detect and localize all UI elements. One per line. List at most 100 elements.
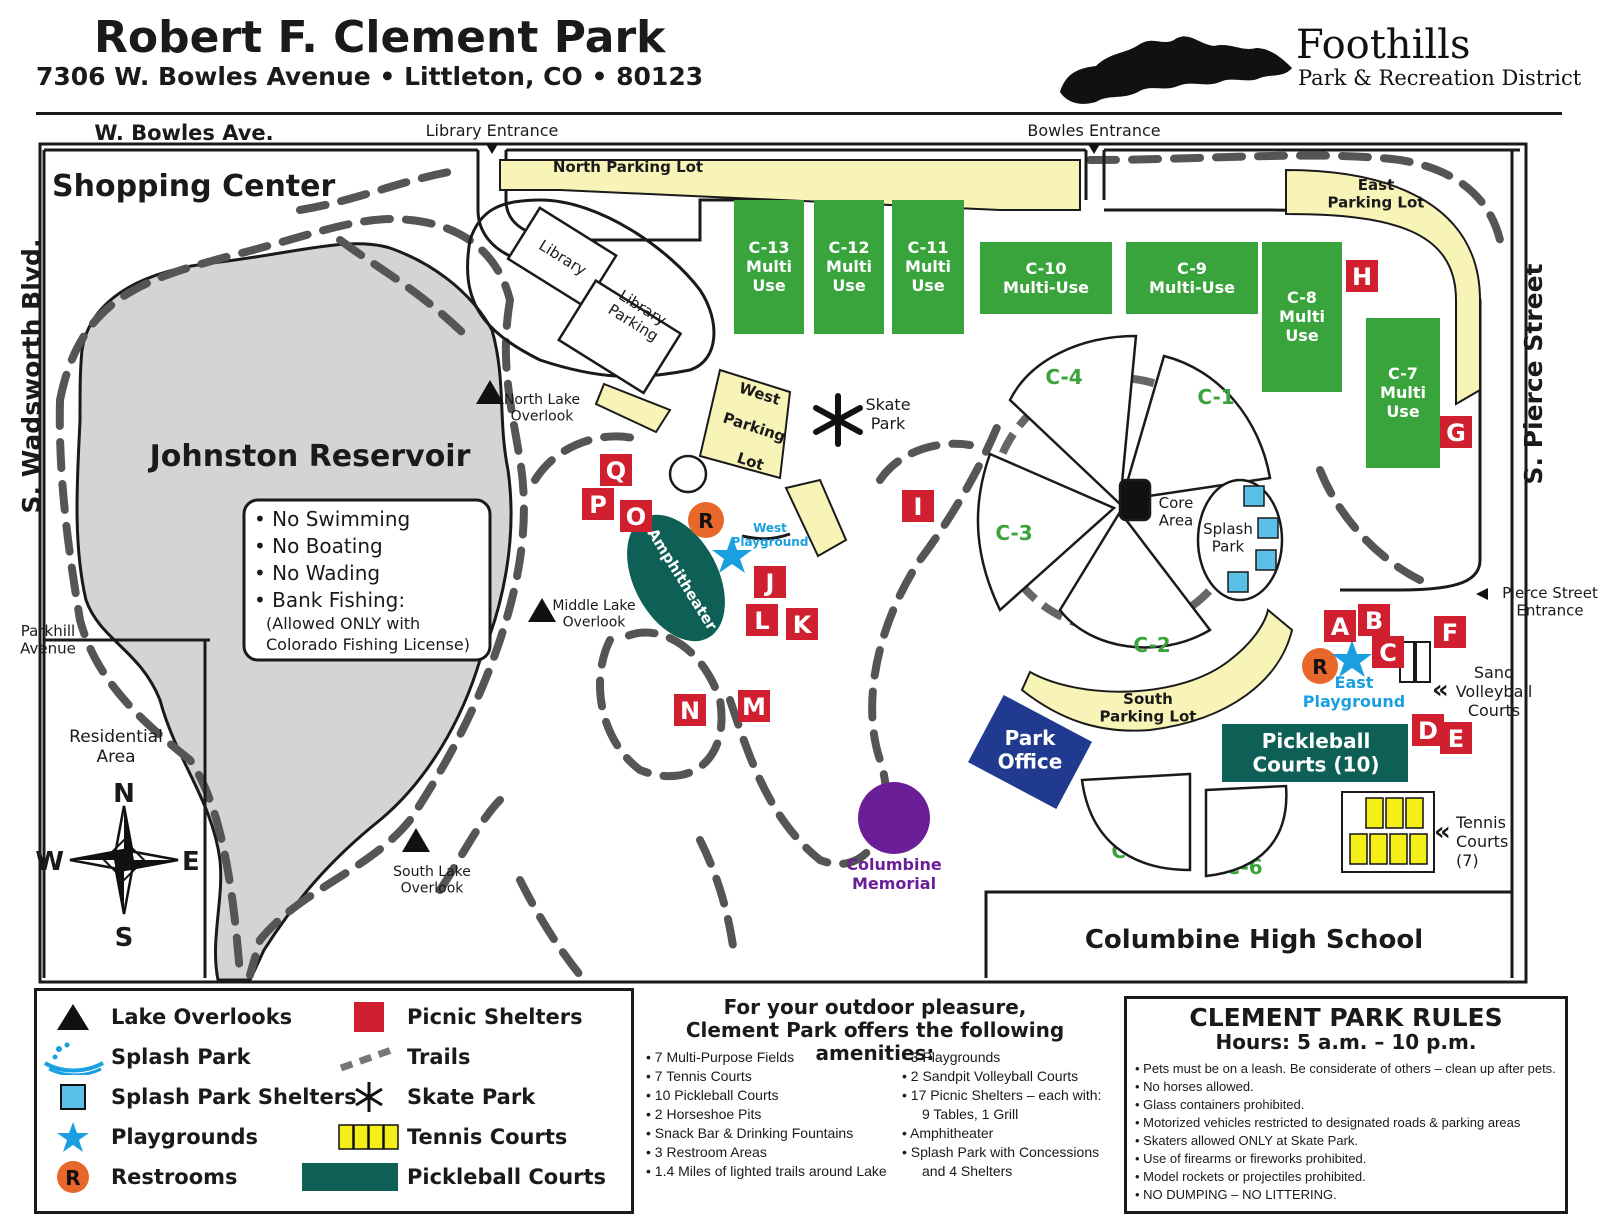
- svg-text:R: R: [1312, 655, 1327, 679]
- legend-item-skate: Skate Park: [337, 1079, 535, 1115]
- logo-subtitle: Park & Recreation District: [1298, 66, 1582, 90]
- tennis-court: [1385, 797, 1404, 829]
- rule-item: • NO DUMPING – NO LITTERING.: [1135, 1187, 1337, 1202]
- svg-text:R: R: [65, 1166, 80, 1190]
- logo-name: Foothills: [1296, 22, 1471, 68]
- rule-item: • Use of firearms or fireworks prohibite…: [1135, 1151, 1367, 1166]
- field-c-12: [814, 200, 884, 334]
- shopping-center-label: Shopping Center: [52, 169, 335, 204]
- amenity-item: and 4 Shelters: [922, 1163, 1013, 1179]
- amenities-col-1: • 7 Multi-Purpose Fields• 7 Tennis Court…: [646, 1048, 887, 1181]
- reservoir-label: Johnston Reservoir: [148, 439, 471, 474]
- west-roundabout: [668, 454, 708, 494]
- picnic-shelter-n: [674, 694, 706, 726]
- star-icon: [41, 1119, 105, 1155]
- square-red-icon: [337, 999, 401, 1035]
- legend-item-playgrounds: Playgrounds: [41, 1119, 258, 1155]
- svg-text:R: R: [698, 509, 713, 533]
- foothills-logo-icon: [1060, 36, 1292, 104]
- square-blue-icon: [41, 1079, 105, 1115]
- compass-s: S: [115, 923, 134, 953]
- park-road-north: [476, 150, 1106, 262]
- amenity-item: • Amphitheater: [902, 1125, 994, 1141]
- trail-south: [436, 796, 739, 979]
- legend-label: Splash Park: [111, 1045, 251, 1069]
- lake-rule: (Allowed ONLY with: [266, 614, 420, 633]
- rule-item: • Model rockets or projectiles prohibite…: [1135, 1169, 1366, 1184]
- legend-label: Tennis Courts: [407, 1125, 568, 1149]
- picnic-shelter-b: [1358, 604, 1390, 636]
- picnic-shelter-label: I: [914, 493, 923, 521]
- picnic-shelter-c: [1372, 636, 1404, 668]
- ballfield-c-3: C-3: [995, 521, 1032, 545]
- picnic-shelter-label: F: [1442, 619, 1458, 647]
- park-rules-box: CLEMENT PARK RULES Hours: 5 a.m. – 10 p.…: [1124, 996, 1568, 1214]
- legend-item-tennis: Tennis Courts: [337, 1119, 567, 1155]
- library-building: [506, 206, 683, 395]
- lake-rule: Colorado Fishing License): [266, 635, 470, 654]
- legend-item-trails: Trails: [337, 1039, 470, 1075]
- picnic-shelter-label: K: [793, 611, 813, 639]
- picnic-shelter-q: [600, 454, 632, 486]
- pierce-label: S. Pierce Street: [1519, 263, 1548, 484]
- north-parking-label: North Parking Lot: [553, 158, 703, 176]
- field-c-13: [734, 200, 804, 334]
- amenities-heading-1: For your outdoor pleasure,: [723, 995, 1027, 1019]
- picnic-shelter-h: [1346, 260, 1378, 292]
- splash-icon: [41, 1039, 105, 1075]
- sand-volleyball-courts: [1399, 641, 1431, 683]
- amenity-item: 9 Tables, 1 Grill: [922, 1106, 1019, 1122]
- rule-item: • Glass containers prohibited.: [1135, 1097, 1305, 1112]
- field-c-7: [1366, 318, 1440, 468]
- lake-trail: [55, 215, 528, 979]
- field-c-10: [980, 242, 1112, 314]
- lake-rule: • No Boating: [254, 534, 383, 558]
- north-parking-lot: [499, 159, 1081, 211]
- picnic-shelter-f: [1434, 616, 1466, 648]
- amenity-item: • 1.4 Miles of lighted trails around Lak…: [646, 1163, 887, 1179]
- picnic-shelter-e: [1440, 722, 1472, 754]
- picnic-shelter-a: [1324, 610, 1356, 642]
- amenity-item: • Snack Bar & Drinking Fountains: [646, 1125, 854, 1141]
- legend-item-restrooms: R Restrooms: [41, 1159, 238, 1195]
- legend-label: Pickleball Courts: [407, 1165, 607, 1189]
- legend-item-picnic: Picnic Shelters: [337, 999, 583, 1035]
- legend-label: Picnic Shelters: [407, 1005, 583, 1029]
- tennis-courts-icons: [1349, 797, 1428, 865]
- splash-park-shelters: [1227, 485, 1279, 593]
- columbine-memorial: [858, 782, 930, 854]
- picnic-shelter-o: [620, 500, 652, 532]
- picnic-shelter-l: [746, 604, 778, 636]
- tennis-court: [1405, 797, 1424, 829]
- picnic-shelter-m: [738, 690, 770, 722]
- picnic-shelter-label: P: [589, 491, 607, 519]
- lake-rules-text: • No Swimming• No Boating• No Wading• Ba…: [254, 507, 470, 654]
- map-legend: Lake Overlooks Splash Park Splash Park S…: [34, 988, 634, 1214]
- legend-label: Playgrounds: [111, 1125, 259, 1149]
- picnic-shelter-k: [786, 608, 818, 640]
- picnic-shelter-label: N: [680, 697, 700, 725]
- picnic-shelter-label: M: [742, 693, 766, 721]
- rules-list: • Pets must be on a leash. Be considerat…: [1135, 1060, 1565, 1204]
- legend-label: Splash Park Shelters: [111, 1085, 357, 1109]
- amenities-col-2: • 3 Playgrounds• 2 Sandpit Volleyball Co…: [902, 1048, 1101, 1181]
- compass-e: E: [182, 847, 200, 877]
- amphitheater: [627, 514, 725, 642]
- amenity-item: • 7 Tennis Courts: [646, 1068, 752, 1084]
